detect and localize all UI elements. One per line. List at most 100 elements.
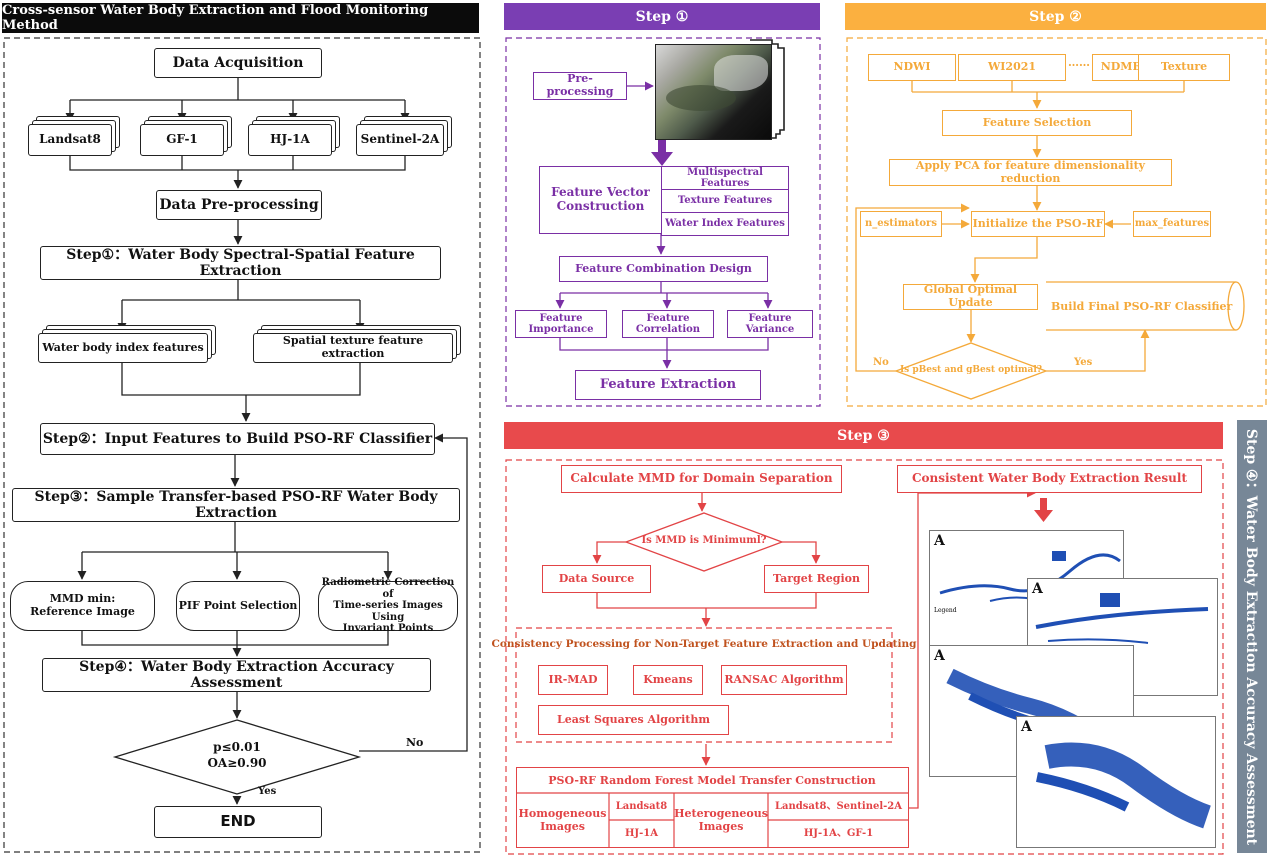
sensor-hj1a: HJ-1A [248, 124, 332, 156]
consistent-result-box: Consistent Water Body Extraction Result [897, 465, 1202, 493]
homo-hj1a-cell: HJ-1A [624, 828, 659, 840]
fvc-line1: Feature Vector [551, 185, 650, 200]
step2-panel-frame [846, 37, 1267, 407]
water-pattern-2 [1035, 593, 1209, 644]
ransac-box: RANSAC Algorithm [721, 665, 847, 695]
result-bold-arrow [1034, 498, 1053, 522]
pso-table-grid [517, 792, 909, 848]
homo-line2: Images [540, 819, 585, 833]
homo-landsat8-cell: Landsat8 [615, 801, 668, 813]
importance-line2: Importance [528, 324, 594, 335]
consistency-frame [515, 627, 893, 743]
map-legend-1: Legend [934, 607, 957, 614]
sensor-gf1: GF-1 [140, 124, 224, 156]
step3-connectors [592, 488, 1036, 809]
satellite-terrain-dark [666, 85, 736, 111]
least-squares-box: Least Squares Algorithm [538, 705, 729, 735]
step4-header-bar: Step ④：Water Body Extraction Accuracy As… [1237, 420, 1267, 853]
water-index-features-item: Water Index Features [661, 212, 789, 236]
step1-bold-arrow [651, 138, 673, 166]
accuracy-decision-diamond [112, 719, 362, 795]
satellite-stack-right-edge [750, 39, 785, 139]
wi2021-box: WI2021 [958, 54, 1066, 81]
correlation-line2: Correlation [635, 324, 701, 335]
feature-correlation-box: Feature Correlation [622, 310, 714, 338]
sensor-landsat8: Landsat8 [28, 124, 112, 156]
satellite-image-stack [655, 44, 772, 140]
calculate-mmd-box: Calculate MMD for Domain Separation [561, 465, 842, 493]
indices-ellipsis: …… [1068, 56, 1090, 69]
ir-mad-box: IR-MAD [538, 665, 608, 695]
result-map-4: A [1016, 716, 1216, 848]
data-source-box: Data Source [542, 565, 651, 593]
step3-panel-frame [505, 459, 1224, 855]
left-yes-label: Yes [258, 786, 277, 797]
ndwi-box: NDWI [868, 54, 956, 81]
mmd-line1: MMD min: [49, 592, 116, 606]
pif-box: PIF Point Selection [176, 581, 300, 631]
step1-connectors [555, 81, 773, 369]
spatial-texture-box: Spatial texture feature extraction [253, 333, 453, 363]
feature-variance-box: Feature Variance [727, 310, 813, 338]
map-label-a: A [934, 533, 945, 549]
step2-yes-label: Yes [1074, 357, 1093, 368]
mmd-line2: Reference Image [30, 605, 135, 618]
water-pattern-4 [1036, 742, 1212, 829]
pca-box: Apply PCA for feature dimensionality red… [889, 159, 1172, 186]
final-classifier-cylinder [1046, 281, 1245, 331]
left-connectors [65, 78, 468, 805]
map-label-a-2: A [1032, 581, 1043, 597]
accuracy-condition-line2: OA≥0.90 [207, 756, 267, 770]
step4-header: Step ④：Water Body Extraction Accuracy As… [1243, 428, 1260, 845]
homo-line1: Homogeneous [518, 806, 607, 820]
feature-selection-box: Feature Selection [942, 110, 1132, 136]
step4-box: Step④：Water Body Extraction Accuracy Ass… [42, 658, 431, 692]
pbest-decision-diamond [894, 342, 1048, 400]
radiometric-correction-box: Radiometric Correction of Time-series Im… [318, 577, 458, 634]
map-label-a-4: A [1021, 719, 1032, 735]
importance-line1: Feature [539, 312, 583, 324]
step2-no-label: No [873, 357, 889, 368]
hetero-hj1a-gf1-cell: HJ-1A、GF-1 [803, 828, 874, 840]
texture-features-box: Texture Features [661, 189, 789, 213]
final-classifier-label: Build Final PSO-RF Classifier [1051, 300, 1233, 313]
step1-panel-frame [505, 37, 821, 407]
step1-header: Step ① [504, 3, 820, 30]
left-no-label: No [406, 736, 424, 749]
step3-header: Step ③ [504, 422, 1223, 449]
sensor-sentinel2a: Sentinel-2A [356, 124, 444, 156]
step3-box: Step③：Sample Transfer-based PSO-RF Water… [12, 488, 460, 522]
data-preprocessing-box: Data Pre-processing [156, 190, 322, 220]
mmd-decision-label: Is MMD is Minimuml? [641, 535, 767, 546]
pbest-decision-label: Is pBest and gBest optimal? [899, 365, 1043, 375]
pso-transfer-title: PSO-RF Random Forest Model Transfer Cons… [548, 774, 876, 787]
global-optimal-box: Global Optimal Update [903, 284, 1038, 310]
water-index-features-box: Water body index features [38, 333, 208, 363]
kmeans-box: Kmeans [633, 665, 703, 695]
satellite-terrain-light [714, 55, 768, 91]
map-label-a-3: A [934, 648, 945, 664]
hetero-line1: Heterogeneous [674, 806, 768, 820]
hetero-line2: Images [698, 819, 744, 833]
radio-line3: Invariant Points [342, 623, 434, 635]
heterogeneous-cell: Heterogeneous Images [674, 794, 768, 847]
multispectral-features-box: Multispectral Features [661, 166, 789, 190]
texture-box: Texture [1138, 54, 1230, 81]
mmd-decision-diamond [624, 512, 784, 572]
correlation-line1: Feature [646, 312, 690, 324]
step2-connectors [855, 81, 1185, 372]
s1-preprocessing-box: Pre-processing [533, 72, 627, 100]
homogeneous-cell: Homogeneous Images [517, 794, 608, 847]
feature-vector-construction-box: Feature Vector Construction [539, 166, 662, 234]
feature-extraction-box: Feature Extraction [575, 370, 761, 400]
main-title: Cross-sensor Water Body Extraction and F… [2, 3, 429, 33]
target-region-box: Target Region [764, 565, 869, 593]
feature-importance-box: Feature Importance [515, 310, 607, 338]
feature-combination-box: Feature Combination Design [559, 256, 768, 282]
main-title-bar: Cross-sensor Water Body Extraction and F… [2, 3, 479, 33]
pso-transfer-table [516, 767, 909, 848]
consistency-title: Consistency Processing for Non-Target Fe… [491, 638, 917, 650]
init-pso-rf-box: Initialize the PSO-RF [971, 211, 1105, 237]
